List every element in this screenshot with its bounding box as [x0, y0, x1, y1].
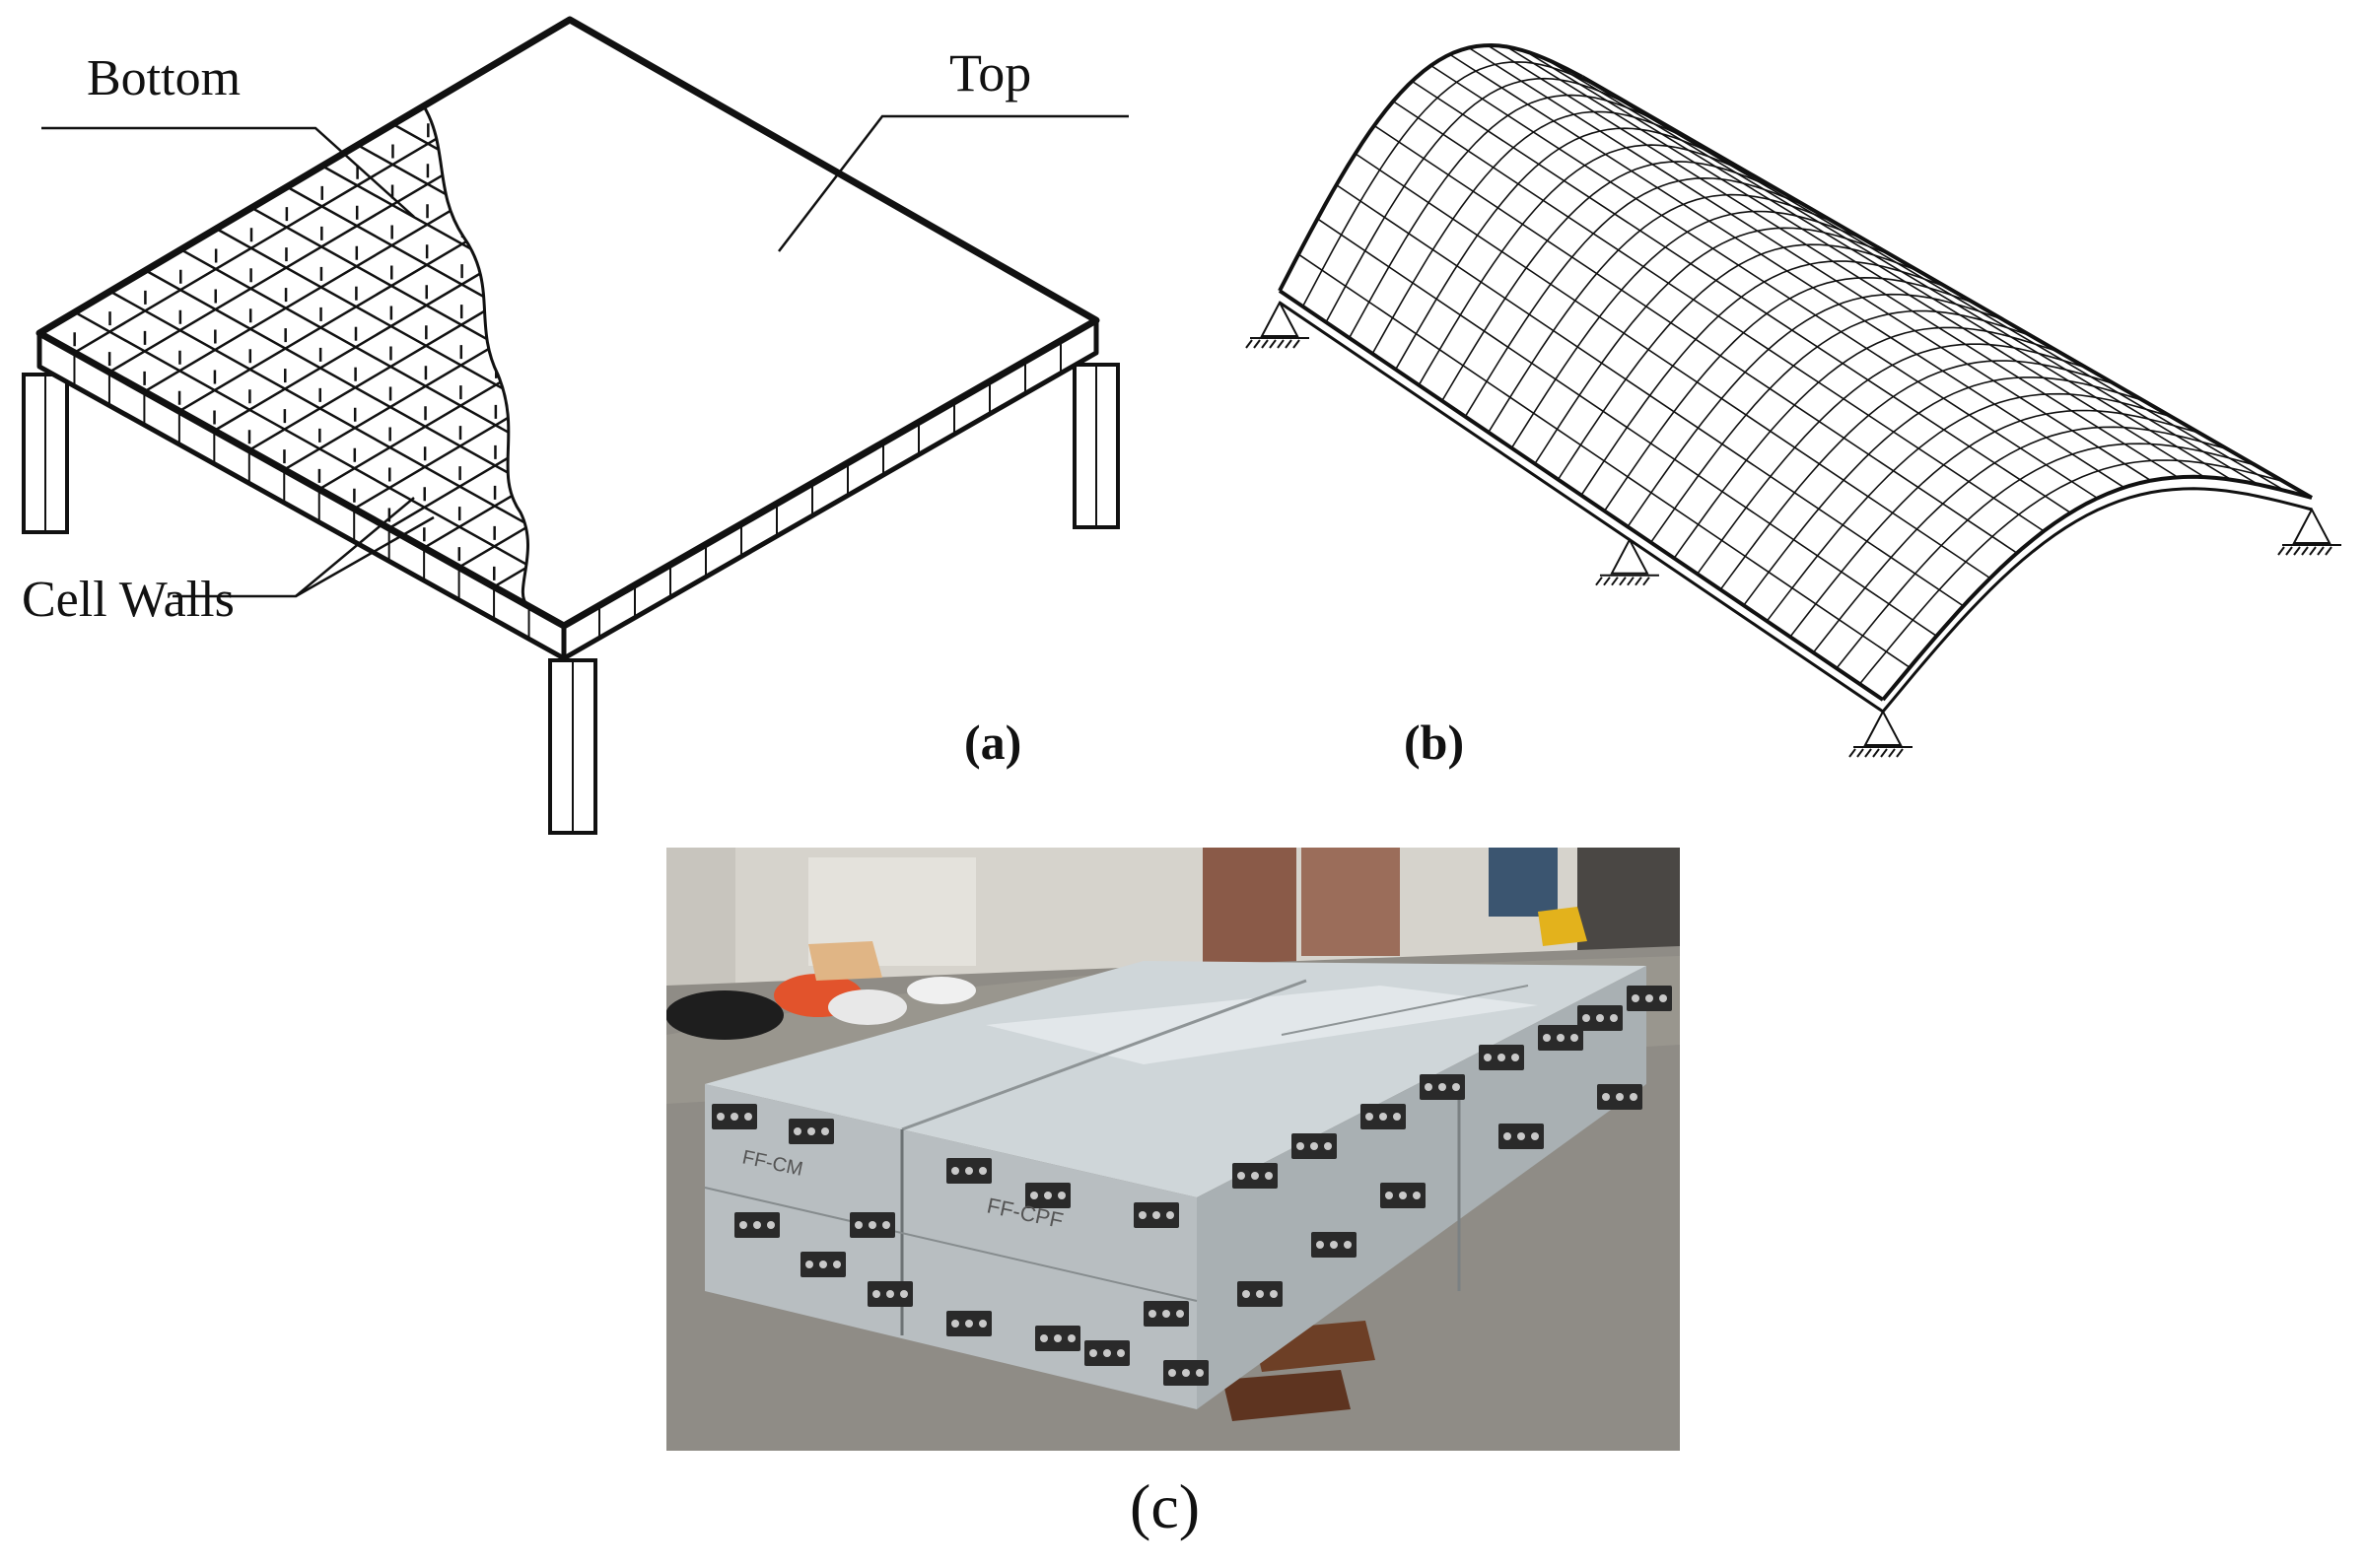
- leader-bottom: [41, 126, 415, 218]
- cut-boundary: [422, 105, 529, 607]
- cell-wall-line: [143, 106, 528, 393]
- bolt-plate: [946, 1311, 992, 1336]
- cell-wall-line: [283, 155, 528, 471]
- label-top: Top: [949, 43, 1031, 102]
- shell-arch-line: [1649, 309, 2032, 543]
- caption-c: (c): [1130, 1471, 1200, 1541]
- bolt-plate: [789, 1119, 834, 1144]
- shell-length-line: [1392, 101, 2045, 532]
- bolt-plate: [1380, 1183, 1426, 1208]
- pin-support: [1245, 300, 1309, 349]
- bolted-connection-plates: [712, 986, 1672, 1386]
- shell-arch-line: [1464, 176, 1808, 418]
- curved-shell-grid: [1278, 42, 2313, 714]
- shell-thickness-edge: [1279, 301, 1884, 714]
- bolt-plate: [734, 1212, 780, 1238]
- bolt-plate: [946, 1158, 992, 1184]
- bolt-plate: [1311, 1232, 1357, 1258]
- leader-cell-walls-2: [295, 515, 435, 598]
- shell-length-line: [1505, 45, 2205, 478]
- bolt-plate: [1144, 1301, 1189, 1327]
- cell-wall-line: [73, 106, 528, 354]
- shell-arch-line: [1627, 293, 2004, 527]
- leader-top: [778, 114, 1129, 252]
- panel-a-diagram: Bottom Top Cell Walls (a): [22, 16, 1129, 835]
- bolt-plate: [1232, 1163, 1278, 1189]
- shell-length-line: [1544, 57, 2260, 486]
- panel-b-diagram: (b): [1245, 42, 2341, 770]
- caption-a: (a): [964, 715, 1021, 770]
- shell-length-line: [1411, 80, 2071, 513]
- shell-length-line: [1449, 53, 2125, 489]
- shell-arch-line: [1534, 227, 1892, 465]
- bolt-plate: [1035, 1326, 1080, 1351]
- bolt-plate: [800, 1252, 846, 1277]
- shell-length-line: [1373, 124, 2018, 554]
- shell-length-line: [1316, 218, 1937, 638]
- cell-wall-line: [179, 248, 528, 544]
- cell-wall-line: [215, 227, 528, 523]
- cell-wall-line: [144, 269, 528, 565]
- shell-arch-line: [1325, 77, 1639, 323]
- label-cell-walls: Cell Walls: [22, 572, 235, 628]
- bolt-plate: [1479, 1045, 1524, 1070]
- bolt-plate: [712, 1104, 757, 1129]
- bolt-plate: [1420, 1074, 1465, 1100]
- pin-support: [1595, 537, 1659, 586]
- cell-wall-line: [318, 174, 528, 491]
- caption-b: (b): [1404, 715, 1464, 770]
- shell-length-line: [1581, 75, 2313, 500]
- shell-length-line: [1563, 66, 2286, 492]
- cell-wall-line: [109, 290, 528, 585]
- shell-length-line: [1297, 253, 1911, 668]
- bolt-plate: [868, 1281, 913, 1307]
- bolt-plate: [1237, 1281, 1283, 1307]
- shell-length-line: [1355, 153, 1991, 579]
- cell-wall-line: [286, 185, 528, 481]
- pin-support: [1848, 709, 1913, 758]
- bolt-plate: [1025, 1183, 1071, 1208]
- shell-arch-line: [1603, 276, 1976, 511]
- support-columns: [22, 363, 1120, 835]
- bolt-plate: [850, 1212, 895, 1238]
- bolt-plate: [1627, 986, 1672, 1011]
- shell-length-line: [1430, 64, 2098, 500]
- shell-length-line: [1468, 46, 2152, 482]
- shell-length-line: [1278, 289, 1885, 702]
- shell-length-line: [1487, 44, 2179, 478]
- bolt-plate: [1498, 1124, 1544, 1149]
- bolt-plate: [1597, 1084, 1642, 1110]
- bolt-plate: [1291, 1133, 1337, 1159]
- cell-wall-line: [108, 106, 528, 374]
- cell-wall-line: [178, 106, 528, 413]
- bolt-plate: [1084, 1340, 1130, 1366]
- bolt-plate: [1577, 1005, 1623, 1031]
- shell-arch-line: [1580, 260, 1948, 496]
- slab-top-face: [35, 16, 1100, 630]
- leader-lines: [41, 114, 1129, 598]
- shell-arch-line: [1557, 243, 1919, 480]
- cell-wall-line: [353, 194, 528, 511]
- pin-support: [2277, 507, 2341, 556]
- panel-c-photo: FF-CM FF-CPF (c): [666, 848, 1680, 1541]
- bolt-plate: [1538, 1025, 1583, 1051]
- shell-length-line: [1525, 50, 2232, 481]
- bolt-plate: [1360, 1104, 1406, 1129]
- bolt-plate: [1163, 1360, 1209, 1386]
- slab-side-cell-divisions: [73, 340, 1062, 640]
- shell-arch-line: [1301, 61, 1611, 307]
- cell-wall-line: [74, 310, 528, 605]
- shell-length-line: [1336, 183, 1965, 607]
- shell-arch-line: [1673, 326, 2060, 559]
- pin-supports: [1245, 300, 2341, 758]
- cell-wall-line: [321, 165, 528, 460]
- photo-brick-column: [1203, 848, 1296, 966]
- label-bottom: Bottom: [87, 50, 241, 106]
- cell-wall-line: [388, 213, 528, 530]
- slab-edges: [36, 317, 1099, 661]
- shell-arch-line: [1441, 161, 1779, 402]
- shell-thickness-edge: [1881, 487, 2313, 713]
- bolt-plate: [1134, 1202, 1179, 1228]
